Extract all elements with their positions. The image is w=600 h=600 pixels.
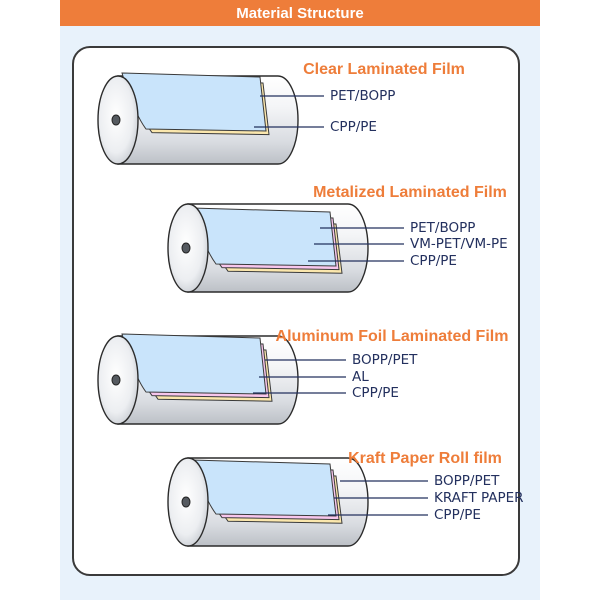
film-title: Metalized Laminated Film [313,184,507,201]
roll-core [181,242,191,254]
layer-label: AL [352,369,369,385]
layer-label: CPP/PE [410,253,457,269]
layer-sheet-1 [121,72,267,132]
layer-label: BOPP/PET [352,352,418,368]
layer-label: BOPP/PET [434,473,500,489]
header-bar: Material Structure [60,0,540,26]
header-title: Material Structure [236,4,364,22]
film-title: Aluminum Foil Laminated Film [276,328,509,345]
roll-core [111,114,121,126]
layer-label: VM-PET/VM-PE [410,236,508,252]
layer-label: PET/BOPP [330,88,395,104]
film-title: Kraft Paper Roll film [348,450,502,467]
layer-label: CPP/PE [330,119,377,135]
layer-sheet-1 [121,333,267,395]
roll-core [181,496,191,508]
layer-sheet-1 [191,207,337,267]
layer-sheet-1 [191,459,337,517]
layer-label: KRAFT PAPER [434,490,524,506]
layer-label: CPP/PE [434,507,481,523]
layer-label: PET/BOPP [410,220,475,236]
roll-core [111,374,121,386]
film-block-3: Aluminum Foil Laminated FilmBOPP/PETALCP… [97,328,509,425]
film-block-2: Metalized Laminated FilmPET/BOPPVM-PET/V… [167,184,508,293]
film-title: Clear Laminated Film [303,61,465,78]
layer-label: CPP/PE [352,385,399,401]
